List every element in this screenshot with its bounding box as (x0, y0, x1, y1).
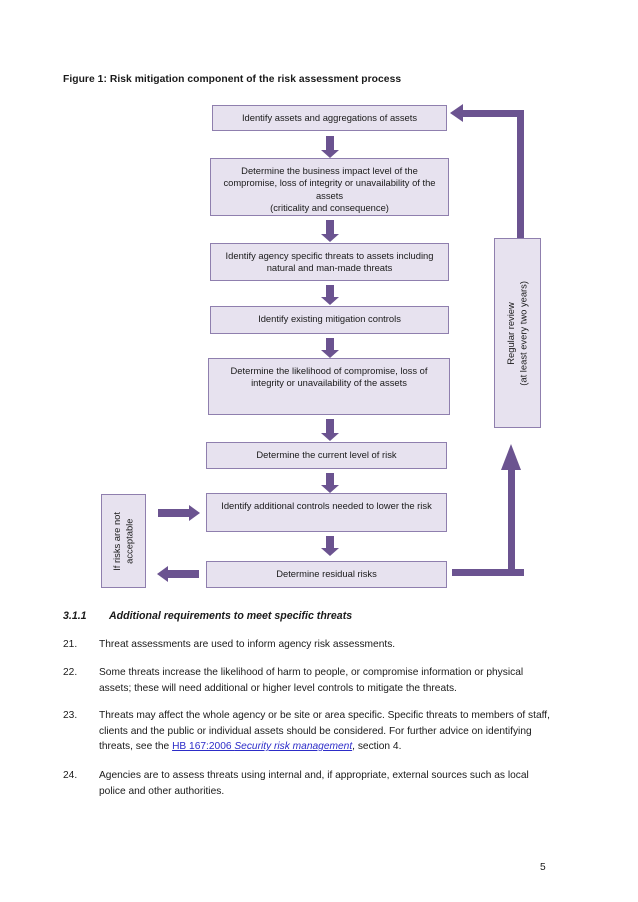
section-number: 3.1.1 (63, 610, 87, 622)
paragraph-24: 24. Agencies are to assess threats using… (63, 768, 558, 799)
flow-node-residual-risks-label: Determine residual risks (276, 568, 377, 579)
flow-node-determine-likelihood-label: Determine the likelihood of compromise, … (230, 365, 428, 389)
flow-node-residual-risks[interactable]: Determine residual risks (206, 561, 447, 588)
flow-label-regular-review-text: Regular review (at least every two years… (504, 280, 529, 386)
paragraph-24-number: 24. (63, 770, 78, 781)
flow-node-determine-likelihood[interactable]: Determine the likelihood of compromise, … (208, 358, 450, 415)
flow-label-regular-review[interactable]: Regular review (at least every two years… (494, 238, 541, 428)
link-label-plain: HB 167:2006 (172, 741, 235, 752)
flow-node-business-impact[interactable]: Determine the business impact level of t… (210, 158, 449, 216)
flow-node-additional-controls[interactable]: Identify additional controls needed to l… (206, 493, 447, 532)
paragraph-23-text-after-link: , section 4. (352, 741, 402, 752)
connector-right-vertical-upper (517, 110, 524, 238)
paragraph-22-text: Some threats increase the likelihood of … (99, 667, 524, 694)
paragraph-21-number: 21. (63, 639, 78, 650)
paragraph-22-number: 22. (63, 667, 78, 678)
connector-arrowhead-into-regular-review (501, 444, 521, 470)
arrow-down-4 (321, 338, 339, 358)
flow-label-if-risks-not-acceptable-text: If risks are not acceptable (110, 511, 135, 571)
paragraph-23-number: 23. (63, 710, 78, 721)
flow-node-identify-assets[interactable]: Identify assets and aggregations of asse… (212, 105, 447, 131)
arrow-down-7 (321, 536, 339, 556)
flow-node-existing-controls-label: Identify existing mitigation controls (258, 313, 401, 324)
arrow-down-1 (321, 136, 339, 158)
flow-node-additional-controls-label: Identify additional controls needed to l… (221, 500, 432, 511)
risk-mitigation-flowchart: Identify assets and aggregations of asse… (101, 104, 541, 588)
arrow-down-3 (321, 285, 339, 305)
flow-node-current-risk-level[interactable]: Determine the current level of risk (206, 442, 447, 469)
connector-top-horizontal (462, 110, 524, 117)
flow-node-business-impact-label: Determine the business impact level of t… (223, 165, 436, 214)
link-hb-167-2006-security-risk-management[interactable]: HB 167:2006 Security risk management (172, 741, 352, 752)
paragraph-24-text: Agencies are to assess threats using int… (99, 770, 529, 797)
flow-node-current-risk-level-label: Determine the current level of risk (256, 449, 397, 460)
link-label-italic: Security risk management (234, 741, 353, 752)
flow-node-identify-threats-label: Identify agency specific threats to asse… (225, 250, 434, 274)
connector-right-vertical-lower (508, 466, 515, 576)
paragraph-21: 21. Threat assessments are used to infor… (63, 637, 558, 653)
flow-node-existing-controls[interactable]: Identify existing mitigation controls (210, 306, 449, 334)
section-heading: 3.1.1 Additional requirements to meet spe… (63, 610, 352, 622)
arrow-right-to-additional-controls (158, 505, 200, 521)
arrow-down-2 (321, 220, 339, 242)
paragraph-23-text: Threats may affect the whole agency or b… (99, 708, 558, 755)
paragraph-23-text-before-link: Threats may affect the whole agency or b… (99, 710, 550, 752)
section-title: Additional requirements to meet specific… (109, 610, 353, 622)
connector-bottom-horizontal (452, 569, 524, 576)
paragraph-23: 23. Threats may affect the whole agency … (63, 708, 558, 755)
paragraph-21-text: Threat assessments are used to inform ag… (99, 639, 396, 650)
flow-node-identify-threats[interactable]: Identify agency specific threats to asse… (210, 243, 449, 281)
flow-node-identify-assets-label: Identify assets and aggregations of asse… (241, 112, 418, 123)
figure-caption: Figure 1: Risk mitigation component of t… (63, 74, 402, 85)
arrow-down-6 (321, 473, 339, 493)
flow-label-if-risks-not-acceptable[interactable]: If risks are not acceptable (101, 494, 146, 588)
arrow-down-5 (321, 419, 339, 441)
paragraph-22: 22. Some threats increase the likelihood… (63, 665, 558, 696)
connector-arrowhead-into-identify-assets (450, 104, 463, 122)
page-number: 5 (540, 862, 546, 873)
arrow-left-to-if-risks-label (157, 566, 199, 582)
